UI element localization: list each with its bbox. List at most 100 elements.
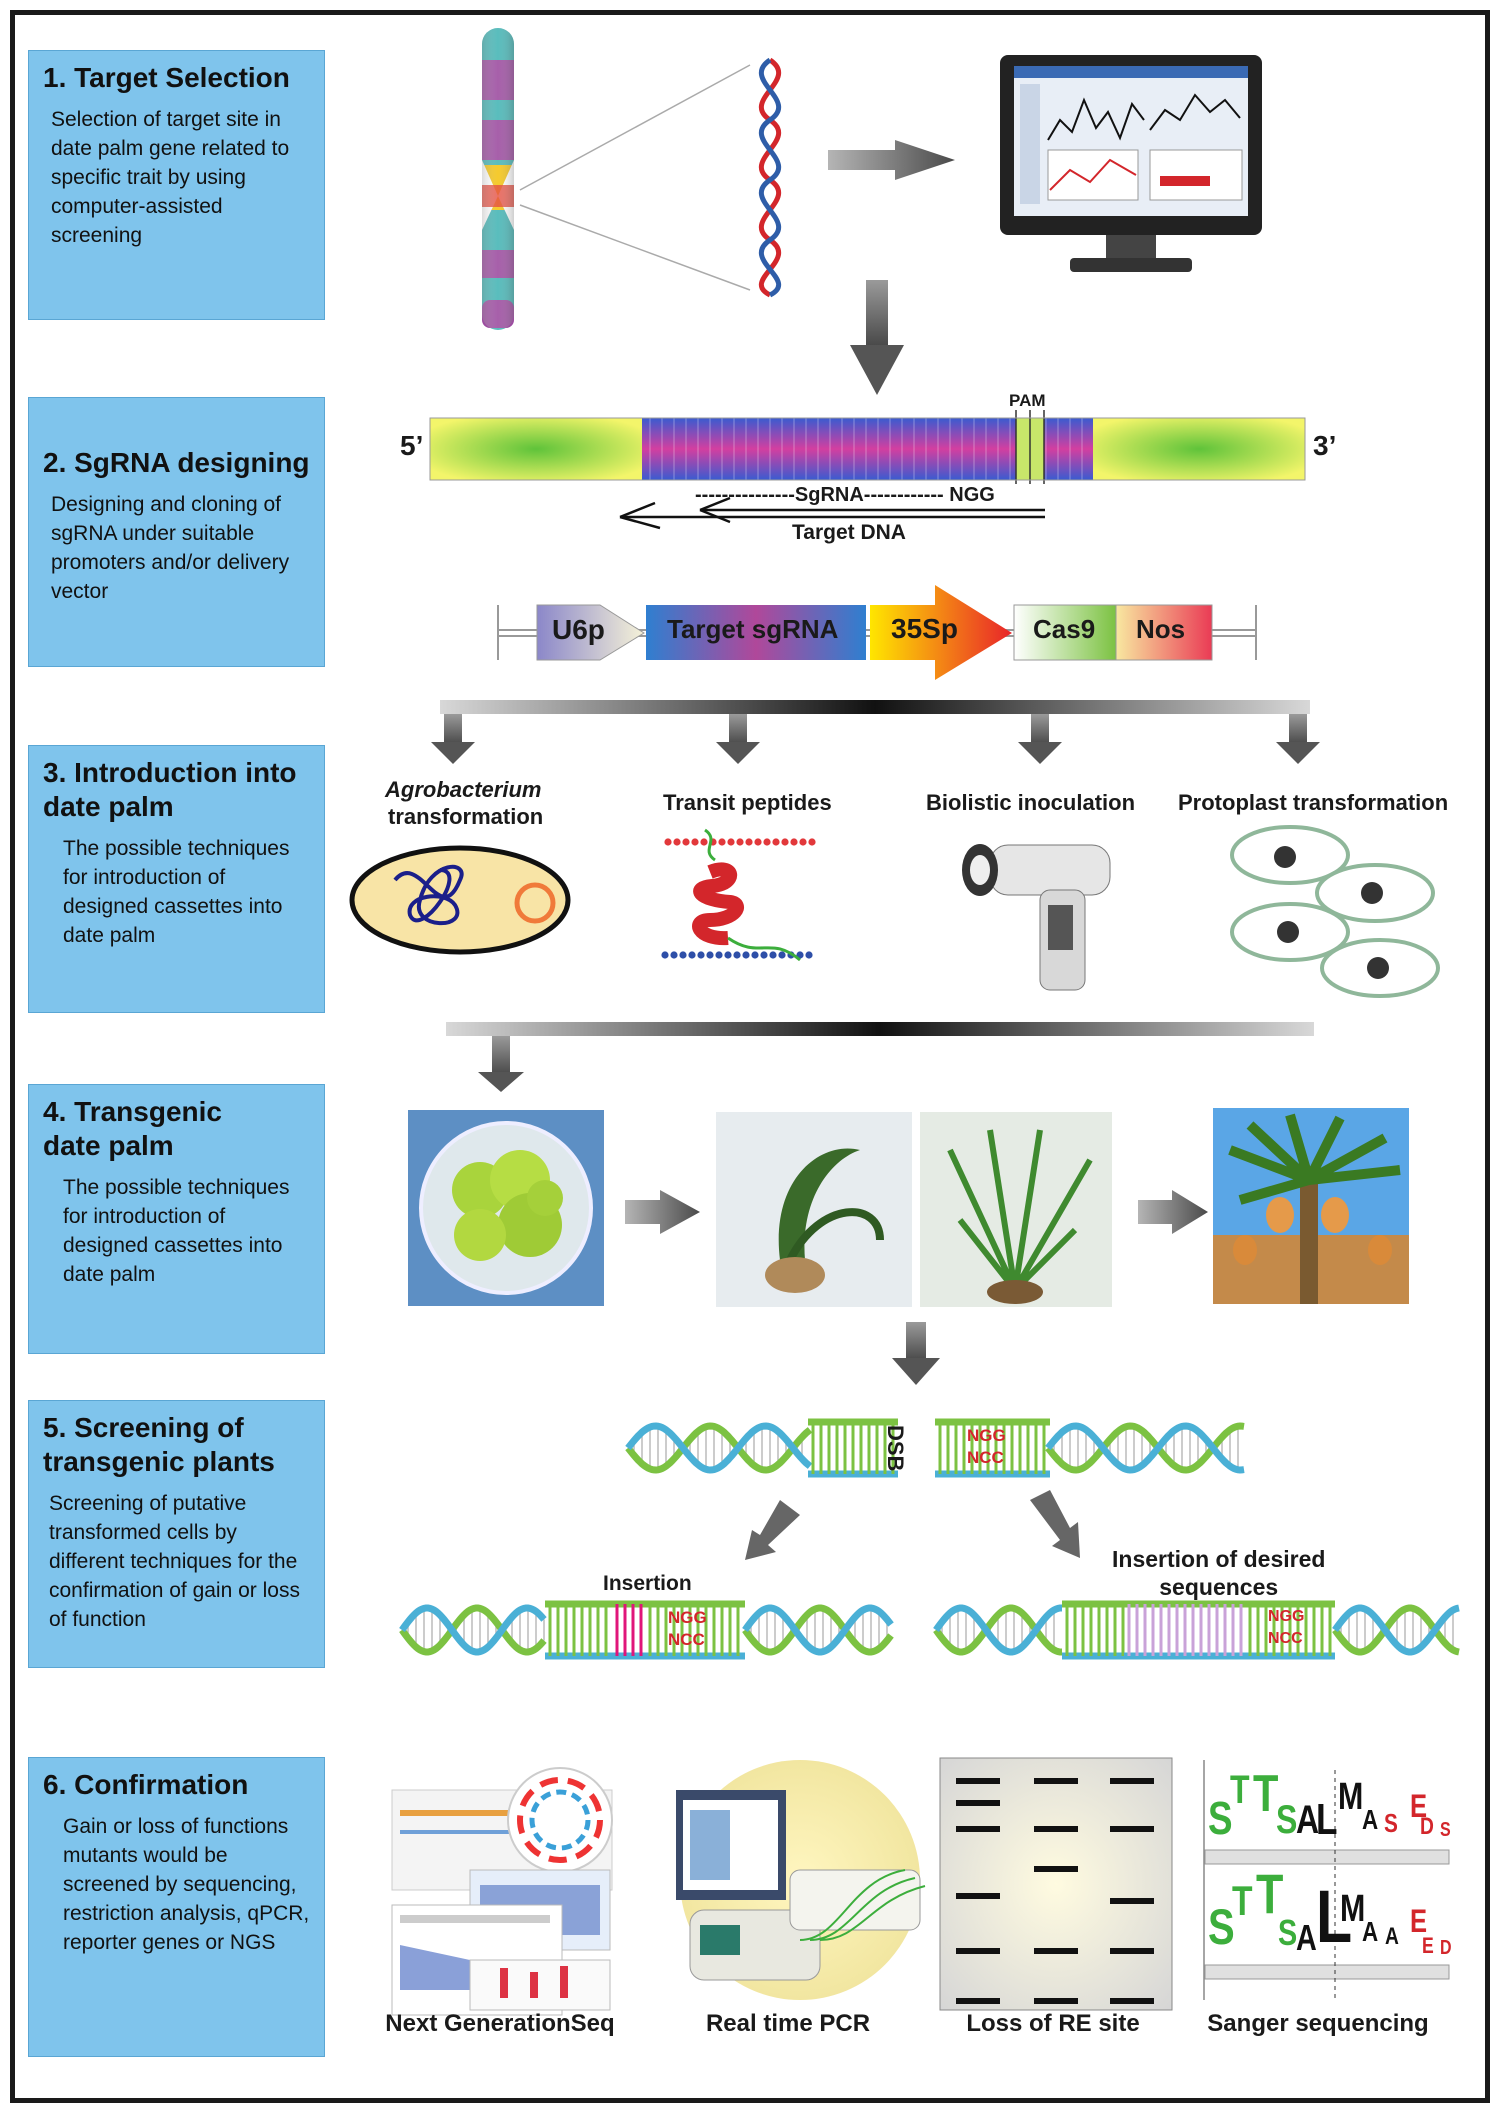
logo-glyph: T: [1256, 1862, 1284, 1925]
nos-label: Nos: [1136, 614, 1186, 644]
ncc-label-desired: NCC: [1268, 1630, 1303, 1647]
computer-monitor: [1000, 55, 1262, 272]
step-5-desc: Screening of putative transformed cells …: [49, 1492, 300, 1631]
sequence-logo: [1203, 1760, 1450, 2000]
logo-glyph: D: [1420, 1813, 1434, 1840]
transit-peptides-label: Transit peptides: [663, 790, 832, 815]
dna-desired-insertion: [933, 1600, 1460, 1660]
step-4-desc: The possible techniques for introduction…: [63, 1176, 290, 1286]
gel-band: [1110, 1948, 1154, 1954]
logo-glyph: L: [1316, 1795, 1338, 1844]
step-3-desc: The possible techniques for introduction…: [63, 837, 290, 947]
logo-glyph: S: [1440, 1819, 1451, 1841]
protoplast-label: Protoplast transformation: [1178, 790, 1449, 815]
ngg-label-insertion: NGG: [668, 1608, 707, 1627]
sanger-label: Sanger sequencing: [1207, 2010, 1429, 2037]
gel-band: [1110, 1998, 1154, 2004]
step-6-title: 6. Confirmation: [43, 1769, 249, 1800]
step-4-title: 4. Transgenic date palm: [43, 1096, 222, 1161]
gel-band: [956, 1778, 1000, 1784]
ngs-screenshot-collage: [391, 1767, 613, 2016]
three-prime-label: 3’: [1313, 430, 1337, 461]
agrobacterium-transformation-label: transformation: [388, 804, 544, 829]
callus-petri-dish: [408, 1110, 604, 1306]
gel-band: [956, 1948, 1000, 1954]
step-3-title: 3. Introduction into date palm: [43, 757, 297, 822]
qpcr-instrument: [676, 1760, 926, 2000]
logo-glyph: E: [1410, 1788, 1428, 1824]
gel-band: [956, 1800, 1000, 1806]
gel-band: [1034, 1826, 1078, 1832]
step-5-title: 5. Screening of transgenic plants: [43, 1412, 275, 1477]
gel-band: [956, 1998, 1000, 2004]
step-1-desc: Selection of target site in date palm ge…: [51, 108, 290, 247]
logo-glyph: T: [1232, 1877, 1253, 1924]
ncc-label-main: NCC: [967, 1448, 1004, 1467]
dsb-label: DSB: [883, 1425, 908, 1472]
logo-glyph: E: [1422, 1933, 1434, 1958]
plantlet-photo: [920, 1112, 1112, 1307]
expression-cassette: [497, 585, 1257, 680]
agrobacterium-label: Agrobacterium: [385, 777, 542, 802]
logo-glyph: T: [1230, 1768, 1250, 1812]
chromosome: [482, 28, 514, 330]
cas9-label: Cas9: [1033, 614, 1096, 644]
date-palm-tree-photo: [1213, 1108, 1409, 1304]
sgrna-line-label: ---------------SgRNA------------ NGG: [695, 484, 995, 506]
distribution-bar-2: [446, 1022, 1314, 1036]
logo-glyph: T: [1253, 1765, 1279, 1823]
gel-band: [956, 1826, 1000, 1832]
logo-glyph: A: [1296, 1798, 1320, 1842]
logo-glyph: A: [1385, 1923, 1399, 1950]
logo-glyph: A: [1296, 1917, 1317, 1958]
agrobacterium-cell: [349, 845, 571, 955]
step-2-title: 2. SgRNA designing: [43, 447, 310, 478]
five-prime-label: 5’: [400, 430, 424, 461]
arrow-to-computer: [828, 140, 955, 180]
transit-peptide-illustration: [661, 828, 816, 962]
figure-frame: [10, 10, 1490, 2103]
logo-glyph: S: [1208, 1792, 1233, 1844]
dna-insertion: [399, 1600, 894, 1660]
gel-band: [1110, 1778, 1154, 1784]
step-2-box: 2. SgRNA designing Designing and cloning…: [28, 397, 325, 667]
insertion-label: Insertion: [603, 1572, 692, 1595]
gel-electrophoresis: [939, 1757, 1173, 2011]
arrow-down-1: [866, 280, 888, 345]
logo-glyph: D: [1440, 1937, 1452, 1959]
method-arrows: [431, 714, 1320, 764]
gel-band: [1034, 1998, 1078, 2004]
p35s-label: 35Sp: [891, 613, 958, 644]
logo-glyph: E: [1410, 1903, 1428, 1939]
arrow-down-1-head: [850, 345, 904, 395]
gene-gun-icon: [962, 844, 1111, 991]
re-site-label: Loss of RE site: [966, 2010, 1140, 2037]
step-2-desc: Designing and cloning of sgRNA under sui…: [51, 493, 290, 603]
gel-band: [1110, 1898, 1154, 1904]
ngs-label: Next GenerationSeq: [385, 2010, 615, 2037]
dna-double-strand-break: [625, 1418, 1245, 1478]
logo-glyph: M: [1340, 1888, 1366, 1930]
logo-glyph: S: [1276, 1798, 1298, 1842]
step-5-box: 5. Screening of transgenic plants Screen…: [28, 1400, 325, 1668]
logo-glyph: S: [1384, 1808, 1398, 1838]
step-1-title: 1. Target Selection: [43, 62, 290, 93]
ngg-label-main: NGG: [967, 1426, 1006, 1445]
logo-glyph: A: [1362, 1804, 1379, 1835]
dna-helix: [759, 57, 781, 298]
ncc-label-insertion: NCC: [668, 1630, 705, 1649]
logo-glyph: L: [1316, 1875, 1353, 1958]
target-dna-label: Target DNA: [792, 521, 906, 544]
target-sgrna-label: Target sgRNA: [667, 614, 839, 644]
logo-glyph: S: [1278, 1912, 1298, 1953]
gel-band: [1034, 1778, 1078, 1784]
gel-band: [956, 1893, 1000, 1899]
protoplast-cells: [1230, 825, 1440, 998]
target-gene-bar: [429, 410, 1306, 484]
step-3-box: 3. Introduction into date palm The possi…: [28, 745, 325, 1013]
logo-glyph: A: [1362, 1916, 1379, 1947]
step-6-box: 6. Confirmation Gain or loss of function…: [28, 1757, 325, 2057]
distribution-bar-1: [440, 700, 1310, 714]
gel-band: [1034, 1866, 1078, 1872]
